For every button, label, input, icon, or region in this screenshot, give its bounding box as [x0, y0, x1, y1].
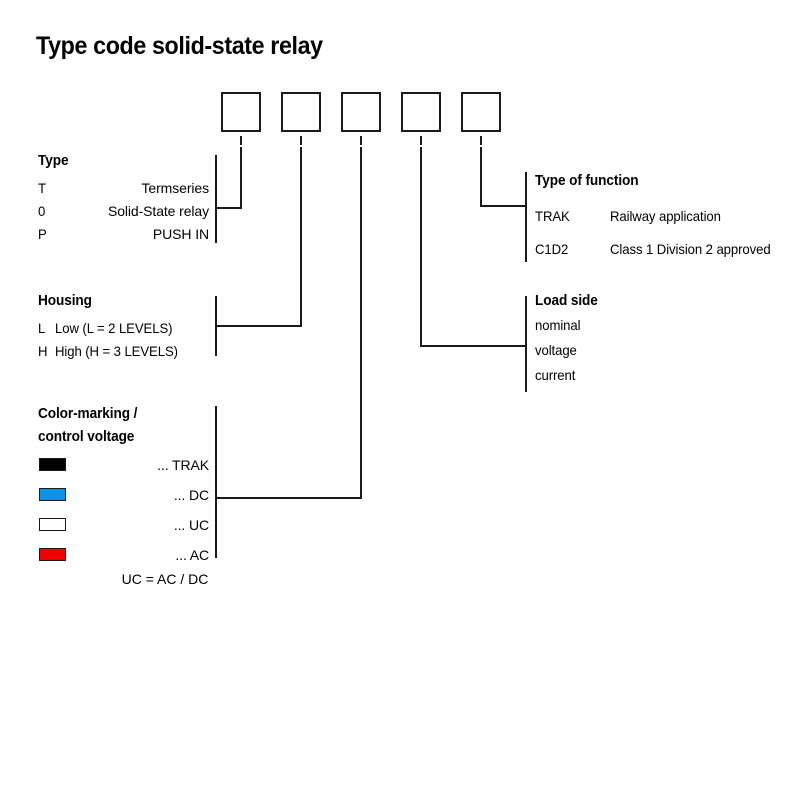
- bracket-housing: [215, 296, 217, 356]
- color-marking-footnote: UC = AC / DC: [121, 571, 209, 587]
- section-heading-color-marking-line2: control voltage: [38, 429, 135, 445]
- code-box-2[interactable]: [281, 92, 321, 132]
- section-heading-load-side: Load side: [535, 293, 598, 309]
- connector-box2-across: [215, 325, 302, 327]
- load-side-row-1: nominal: [535, 317, 581, 333]
- color-label-trak: ... TRAK: [157, 457, 209, 473]
- bracket-type-of-function: [525, 172, 527, 262]
- bracket-load-side: [525, 296, 527, 392]
- page-title: Type code solid-state relay: [36, 32, 323, 60]
- code-box-5-stub: [480, 136, 482, 145]
- type-of-function-row-2-code: C1D2: [535, 241, 569, 257]
- color-swatch-uc: [39, 518, 66, 531]
- code-box-4[interactable]: [401, 92, 441, 132]
- load-side-row-3: current: [535, 367, 576, 383]
- type-row-3-description: PUSH IN: [152, 226, 209, 242]
- color-label-ac: ... AC: [175, 547, 209, 563]
- color-label-uc: ... UC: [173, 517, 209, 533]
- code-box-2-stub: [300, 136, 302, 145]
- bracket-type: [215, 155, 217, 243]
- section-heading-type-of-function: Type of function: [535, 173, 639, 189]
- connector-box3-down: [360, 147, 362, 499]
- type-row-1-code: T: [38, 180, 46, 196]
- type-row-2-code: 0: [38, 203, 46, 219]
- code-box-1[interactable]: [221, 92, 261, 132]
- housing-row-1-code: L: [38, 320, 46, 336]
- housing-row-2-description: High (H = 3 LEVELS): [55, 343, 178, 359]
- connector-box4-down: [420, 147, 422, 347]
- color-label-dc: ... DC: [173, 487, 209, 503]
- housing-row-2-code: H: [38, 343, 48, 359]
- type-of-function-row-2-description: Class 1 Division 2 approved: [610, 241, 771, 257]
- load-side-row-2: voltage: [535, 342, 577, 358]
- code-box-3[interactable]: [341, 92, 381, 132]
- section-heading-housing: Housing: [38, 293, 92, 309]
- type-row-1-description: Termseries: [141, 180, 210, 196]
- code-box-4-stub: [420, 136, 422, 145]
- section-heading-type: Type: [38, 153, 69, 169]
- connector-box2-down: [300, 147, 302, 327]
- connector-box4-across: [420, 345, 527, 347]
- housing-row-1-description: Low (L = 2 LEVELS): [55, 320, 173, 336]
- type-of-function-row-1-code: TRAK: [535, 208, 570, 224]
- color-swatch-ac: [39, 548, 66, 561]
- connector-box1-across: [215, 207, 242, 209]
- code-box-3-stub: [360, 136, 362, 145]
- type-row-2-description: Solid-State relay: [107, 203, 209, 219]
- code-box-5[interactable]: [461, 92, 501, 132]
- connector-box5-across: [480, 205, 527, 207]
- color-swatch-dc: [39, 488, 66, 501]
- connector-box3-across: [215, 497, 362, 499]
- type-of-function-row-1-description: Railway application: [610, 208, 721, 224]
- code-box-1-stub: [240, 136, 242, 145]
- type-row-3-code: P: [38, 226, 47, 242]
- color-swatch-trak: [39, 458, 66, 471]
- connector-box1-down: [240, 147, 242, 209]
- section-heading-color-marking-line1: Color-marking /: [38, 406, 138, 422]
- connector-box5-down: [480, 147, 482, 207]
- bracket-color-marking: [215, 406, 217, 558]
